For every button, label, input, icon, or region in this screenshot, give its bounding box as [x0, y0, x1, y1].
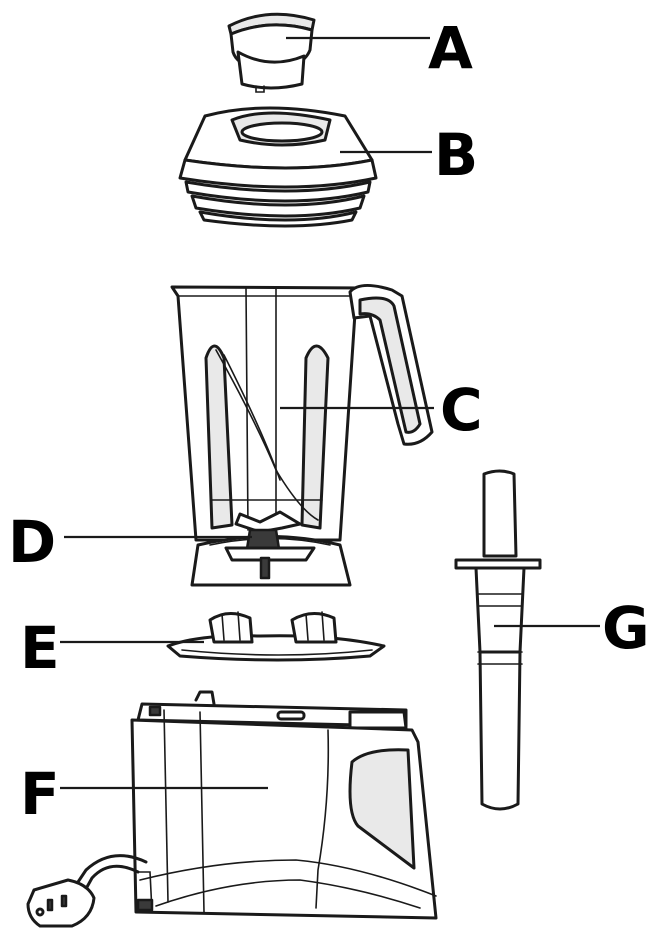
blade-assembly-part-d	[190, 510, 352, 587]
drive-socket-part-e	[166, 611, 386, 662]
power-cord	[26, 854, 148, 928]
lid-part-b	[178, 106, 378, 228]
label-b: B	[434, 121, 478, 189]
label-e: E	[20, 614, 60, 682]
label-f: F	[20, 760, 60, 828]
label-d: D	[8, 508, 56, 576]
tamper-part-g	[454, 469, 542, 811]
motor-base-part-f	[130, 690, 438, 920]
label-c: C	[440, 376, 483, 444]
lid-plug-part-a	[227, 12, 316, 93]
leader-lines	[60, 36, 600, 790]
label-g: G	[602, 594, 650, 662]
container-part-c	[170, 284, 434, 542]
label-a: A	[428, 14, 473, 82]
